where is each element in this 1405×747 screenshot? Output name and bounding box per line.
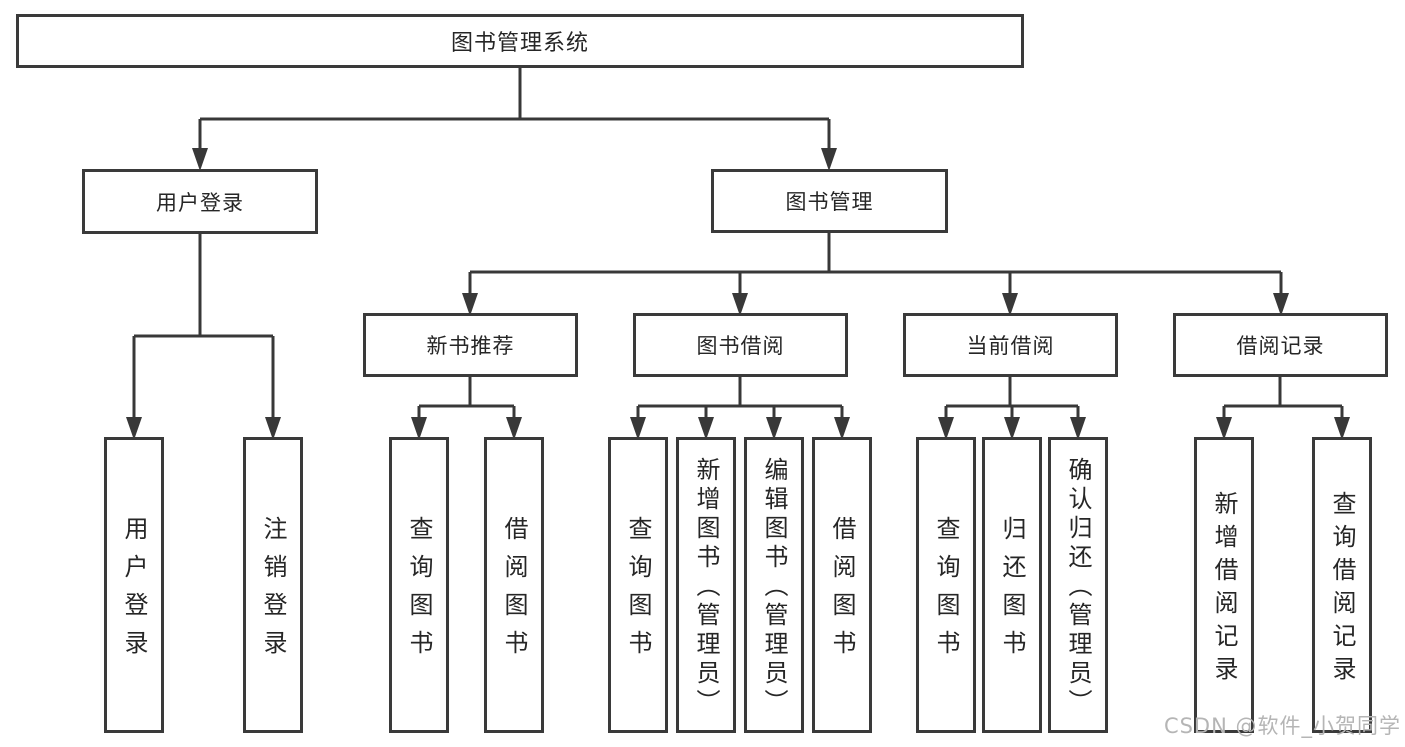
node-add-books-admin: 新增图书（管理员）	[676, 437, 736, 733]
arrow-down-icon	[192, 148, 208, 171]
node-label: 图书管理	[785, 190, 874, 214]
arrowheads	[126, 148, 1350, 440]
node-library-management-system: 图书管理系统	[16, 14, 1024, 68]
node-label: 新书推荐	[426, 334, 515, 358]
node-label: 借阅记录	[1236, 334, 1325, 358]
arrow-down-icon	[265, 417, 281, 440]
node-borrow-books-recommend: 借阅图书	[484, 437, 544, 733]
arrow-down-icon	[1216, 417, 1232, 440]
node-label: 新增借阅记录	[1210, 490, 1238, 689]
arrow-down-icon	[732, 293, 748, 316]
node-borrow-books: 借阅图书	[812, 437, 872, 733]
node-label: 查询图书	[405, 516, 433, 668]
node-edit-books-admin: 编辑图书（管理员）	[744, 437, 804, 733]
node-user-login: 用户登录	[82, 169, 318, 234]
node-label: 查询图书	[624, 516, 652, 668]
node-query-books-current: 查询图书	[916, 437, 976, 733]
arrow-down-icon	[126, 417, 142, 440]
arrow-down-icon	[630, 417, 646, 440]
connector-lines	[132, 68, 1344, 421]
node-user-login-leaf: 用户登录	[104, 437, 164, 733]
node-query-books-borrow: 查询图书	[608, 437, 668, 733]
node-current-borrowing: 当前借阅	[903, 313, 1118, 377]
arrow-down-icon	[462, 293, 478, 316]
node-label: 注销登录	[259, 516, 287, 668]
node-label: 归还图书	[998, 516, 1026, 668]
node-confirm-return-admin: 确认归还（管理员）	[1048, 437, 1108, 733]
arrow-down-icon	[411, 417, 427, 440]
node-add-borrow-record: 新增借阅记录	[1194, 437, 1254, 733]
node-label: 新增图书（管理员）	[692, 457, 720, 718]
arrow-down-icon	[506, 417, 522, 440]
arrow-down-icon	[1334, 417, 1350, 440]
node-label: 图书借阅	[696, 334, 785, 358]
node-label: 编辑图书（管理员）	[760, 457, 788, 718]
node-query-books-recommend: 查询图书	[389, 437, 449, 733]
node-label: 图书管理系统	[450, 31, 589, 56]
csdn-watermark: CSDN @软件_小贺同学	[1163, 714, 1401, 738]
arrow-down-icon	[766, 417, 782, 440]
node-logout-leaf: 注销登录	[243, 437, 303, 733]
arrow-down-icon	[834, 417, 850, 440]
node-label: 用户登录	[156, 190, 244, 215]
node-borrowing-records: 借阅记录	[1173, 313, 1388, 377]
node-book-management: 图书管理	[711, 169, 948, 233]
node-label: 确认归还（管理员）	[1064, 457, 1092, 718]
node-new-book-recommendation: 新书推荐	[363, 313, 578, 377]
arrow-down-icon	[1070, 417, 1086, 440]
arrow-down-icon	[938, 417, 954, 440]
node-label: 用户登录	[120, 516, 148, 668]
node-label: 借阅图书	[828, 516, 856, 668]
node-query-borrow-record: 查询借阅记录	[1312, 437, 1372, 733]
node-label: 查询借阅记录	[1328, 490, 1356, 689]
arrow-down-icon	[821, 148, 837, 171]
arrow-down-icon	[1004, 417, 1020, 440]
node-return-books: 归还图书	[982, 437, 1042, 733]
node-label: 查询图书	[932, 516, 960, 668]
arrow-down-icon	[1273, 293, 1289, 316]
arrow-down-icon	[698, 417, 714, 440]
node-label: 借阅图书	[500, 516, 528, 668]
arrow-down-icon	[1002, 293, 1018, 316]
node-label: 当前借阅	[966, 334, 1055, 358]
node-book-borrowing: 图书借阅	[633, 313, 848, 377]
